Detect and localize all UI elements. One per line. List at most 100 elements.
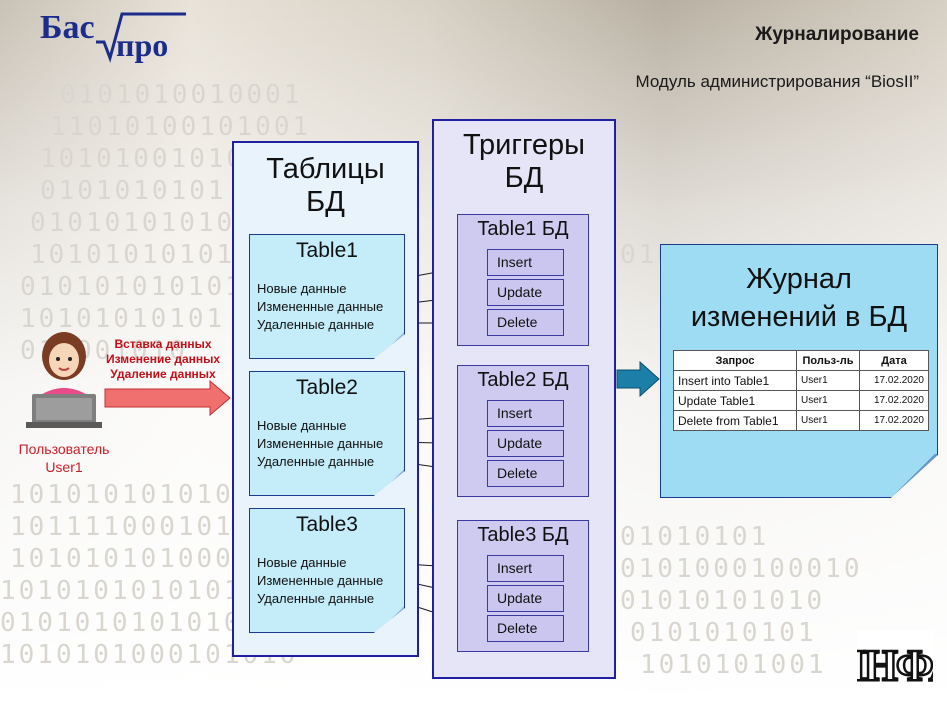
cell-user: User1 <box>796 410 860 431</box>
binary-row: 0101010010001 <box>60 80 303 110</box>
cell-date: 17.02.2020 <box>859 390 929 411</box>
user-operations: Вставка данных Изменение данных Удаление… <box>98 337 228 382</box>
table-line-changed: Измененные данные <box>257 299 384 314</box>
baspro-logo: Бас про <box>38 6 188 66</box>
logo-graphic: Бас про <box>40 9 186 63</box>
binary-row: 0101010101 <box>40 176 227 206</box>
cell-user: User1 <box>796 370 860 391</box>
journal-header-row: Запрос Польз-ль Дата <box>673 350 929 371</box>
user-label-role: Пользователь <box>18 441 110 457</box>
logo-right-text: про <box>116 27 168 63</box>
table-line-new: Новые данные <box>257 555 347 570</box>
col-header-date: Дата <box>859 350 929 371</box>
binary-row: 0101000100010 <box>620 554 863 584</box>
binary-row: 0101010101 <box>630 618 817 648</box>
cell-query: Update Table1 <box>673 390 797 411</box>
operation-insert: Вставка данных <box>114 337 212 351</box>
table-name: Table2 <box>296 376 358 399</box>
trigger-group-3: Table3 БД Insert Update Delete <box>457 520 589 652</box>
triggers-panel: Триггеры БД Table1 БД Insert Update Dele… <box>432 119 616 679</box>
journal-heading: Журнал изменений в БД <box>661 260 937 336</box>
binary-row: 01010101010 <box>620 586 826 616</box>
col-header-query: Запрос <box>673 350 797 371</box>
table-note-2: Table2 Новые данные Измененные данные Уд… <box>249 371 405 496</box>
journal-heading-line1: Журнал <box>746 263 852 295</box>
trigger-insert[interactable]: Insert <box>487 400 564 427</box>
trigger-group-name: Table3 БД <box>477 524 569 546</box>
infa-logo-graphic: ИНФА <box>830 630 947 691</box>
trigger-insert[interactable]: Insert <box>487 555 564 582</box>
table-line-deleted: Удаленные данные <box>257 454 375 469</box>
table-line-changed: Измененные данные <box>257 573 384 588</box>
binary-row: 11010100101001 <box>50 112 312 142</box>
user-label-name: User1 <box>45 459 83 475</box>
table-note-1: Table1 Новые данные Измененные данные Уд… <box>249 234 405 359</box>
trigger-insert[interactable]: Insert <box>487 249 564 276</box>
infa-logo: ИНФА <box>830 630 947 695</box>
triggers-heading-line1: Триггеры <box>462 129 586 161</box>
user-label: Пользователь User1 <box>8 440 120 476</box>
note-fold <box>378 332 404 358</box>
triggers-to-journal-arrow <box>616 360 660 398</box>
binary-row: 10101010101 <box>20 304 226 334</box>
trigger-delete[interactable]: Delete <box>487 309 564 336</box>
tables-panel-heading: Таблицы БД <box>234 153 417 219</box>
cell-date: 17.02.2020 <box>859 410 929 431</box>
logo-root-sign <box>96 12 186 63</box>
binary-row: 101111000101 <box>10 512 234 542</box>
user-figure-icon <box>26 332 102 428</box>
trigger-delete[interactable]: Delete <box>487 460 564 487</box>
cell-date: 17.02.2020 <box>859 370 929 391</box>
user-avatar <box>26 328 102 437</box>
col-header-user: Польз-ль <box>796 350 860 371</box>
table-note-3: Table3 Новые данные Измененные данные Уд… <box>249 508 405 633</box>
triggers-heading-line2: БД <box>504 162 544 194</box>
binary-row: 0101010101010 <box>20 272 263 302</box>
tables-panel: Таблицы БД Table1 Новые данные Измененны… <box>232 141 419 657</box>
trigger-group-1: Table1 БД Insert Update Delete <box>457 214 589 346</box>
binary-row: 1010101010101 <box>0 576 243 606</box>
table-line-new: Новые данные <box>257 281 347 296</box>
tables-heading-line1: Таблицы <box>266 153 385 185</box>
table-line-deleted: Удаленные данные <box>257 591 375 606</box>
user-to-tables-arrow <box>104 379 231 417</box>
trigger-update[interactable]: Update <box>487 279 564 306</box>
operation-update: Изменение данных <box>105 352 221 366</box>
trigger-delete[interactable]: Delete <box>487 615 564 642</box>
table-row: Delete from Table1 User1 17.02.2020 <box>673 410 929 431</box>
trigger-update[interactable]: Update <box>487 585 564 612</box>
trigger-group-name: Table1 БД <box>477 218 569 240</box>
cell-query: Insert into Table1 <box>673 370 797 391</box>
journal-note: Журнал изменений в БД Запрос Польз-ль Да… <box>660 244 938 498</box>
trigger-update[interactable]: Update <box>487 430 564 457</box>
trigger-group-name: Table2 БД <box>477 369 569 391</box>
binary-row: 1010101001 <box>640 650 827 680</box>
binary-row: 101010010101 <box>40 144 264 174</box>
operation-delete: Удаление данных <box>110 367 216 381</box>
binary-row: 0101010101010 <box>0 608 243 638</box>
binary-row: 01010101 <box>620 522 770 552</box>
binary-row: 10101010101001 <box>10 480 272 510</box>
table-line-deleted: Удаленные данные <box>257 317 375 332</box>
cell-query: Delete from Table1 <box>673 410 797 431</box>
table-row: Update Table1 User1 17.02.2020 <box>673 390 929 411</box>
journal-heading-line2: изменений в БД <box>690 301 908 333</box>
page-title: Журналирование <box>755 24 919 45</box>
journal-table: Запрос Польз-ль Дата Insert into Table1 … <box>673 350 929 431</box>
note-fold <box>378 606 404 632</box>
cell-user: User1 <box>796 390 860 411</box>
note-fold <box>378 469 404 495</box>
tables-heading-line2: БД <box>306 186 345 218</box>
binary-row: 1010101010001 <box>10 544 253 574</box>
logo-left-text: Бас <box>40 9 95 46</box>
triggers-panel-heading: Триггеры БД <box>434 129 614 195</box>
infa-logo-text: ИНФА <box>857 641 933 690</box>
trigger-group-2: Table2 БД Insert Update Delete <box>457 365 589 497</box>
table-line-changed: Измененные данные <box>257 436 384 451</box>
table-line-new: Новые данные <box>257 418 347 433</box>
table-row: Insert into Table1 User1 17.02.2020 <box>673 370 929 391</box>
binary-row: 1010101010101 <box>30 240 273 270</box>
table-name: Table1 <box>296 239 358 262</box>
table-name: Table3 <box>296 513 358 536</box>
page-subtitle: Модуль администрирования “BiosII” <box>635 72 919 91</box>
